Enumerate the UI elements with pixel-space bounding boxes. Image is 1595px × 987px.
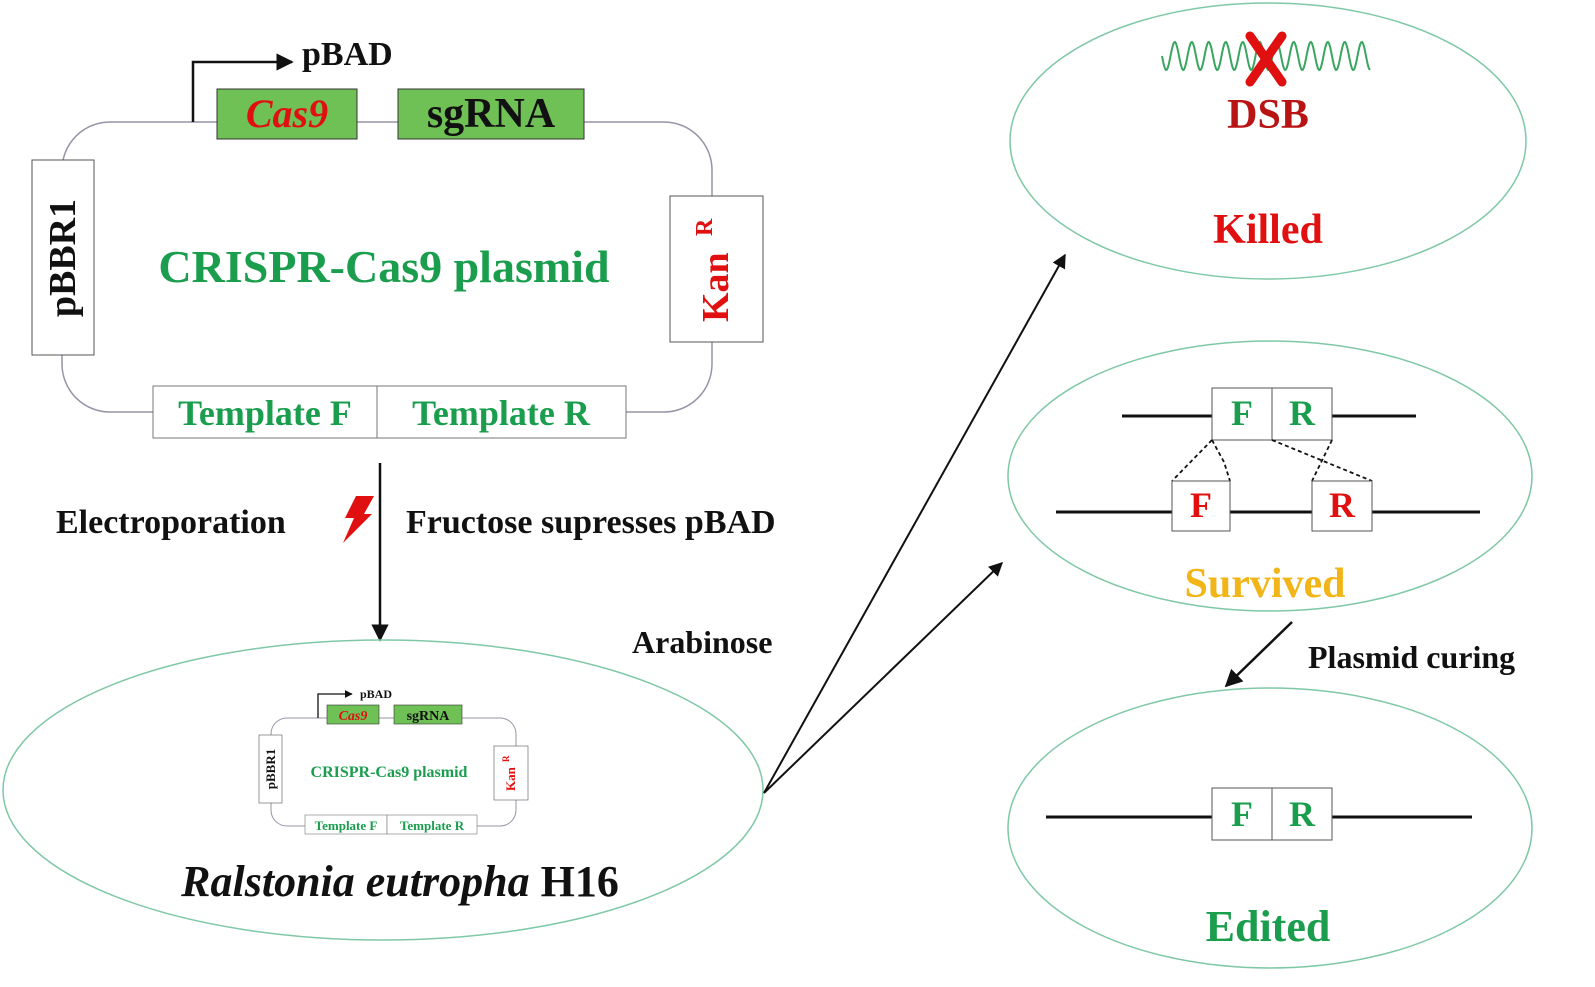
main-plasmid: pBAD Cas9 sgRNA pBBR1 Kan R CRISPR-Cas9 … (31, 36, 764, 439)
mini-cas9-box (326, 704, 380, 725)
genome-r: R (1329, 485, 1356, 525)
kanr-box (669, 195, 764, 343)
mini-template-f-label: Template F (315, 818, 378, 833)
pbad-promoter-arrow (191, 53, 294, 122)
arabinose-label: Arabinose (632, 624, 772, 660)
killed-cell: DSB Killed (1009, 2, 1527, 280)
mini-plasmid: pBAD Cas9 sgRNA pBBR1 Kan R CRISPR-Cas9 … (258, 687, 529, 835)
host-name: Ralstonia eutropha H16 (180, 857, 619, 906)
pbbr1-label: pBBR1 (42, 199, 84, 317)
edited-cell: F R Edited (1007, 687, 1533, 969)
genome-f: F (1190, 485, 1212, 525)
survived-template-f: F (1231, 393, 1253, 433)
curing-step: Plasmid curing (1224, 621, 1515, 688)
plasmid-curing-label: Plasmid curing (1308, 639, 1515, 675)
host-cell: pBAD Cas9 sgRNA pBBR1 Kan R CRISPR-Cas9 … (2, 639, 764, 941)
template-r-label: Template R (412, 393, 591, 433)
transformation-step: Electroporation Fructose supresses pBAD (56, 463, 776, 642)
killed-label: Killed (1213, 207, 1323, 253)
mini-pbad-label: pBAD (360, 687, 392, 701)
fructose-label: Fructose supresses pBAD (406, 504, 776, 541)
survived-template-f-box (1211, 387, 1273, 441)
mini-sgrna-box (393, 704, 463, 725)
mini-kanr-box (493, 745, 529, 801)
cas9-box (216, 88, 358, 140)
survived-cell-ellipse (1007, 340, 1533, 612)
host-strain: H16 (541, 857, 619, 906)
edited-cell-ellipse (1007, 687, 1533, 969)
pbad-label: pBAD (302, 36, 393, 73)
genome-f-box (1171, 480, 1231, 532)
mini-pbbr1-label: pBBR1 (263, 749, 278, 789)
kanr-label-group: Kan R (692, 218, 737, 322)
mini-kanr-superscript: R (501, 755, 511, 762)
plasmid-name: CRISPR-Cas9 plasmid (158, 241, 610, 292)
edited-f: F (1231, 794, 1253, 834)
survived-template-r-box (1271, 387, 1333, 441)
mini-cas9-label: Cas9 (339, 709, 368, 724)
host-cell-ellipse (2, 639, 764, 941)
kanr-label: Kan (695, 252, 737, 322)
edited-r-box (1271, 787, 1333, 841)
host-species: Ralstonia eutropha (180, 857, 529, 906)
crossover-line-right-inner (1311, 439, 1333, 482)
killed-cell-ellipse (1009, 2, 1527, 280)
edited-label: Edited (1206, 902, 1331, 951)
mini-template-r-label: Template R (400, 818, 465, 833)
mini-plasmid-name: CRISPR-Cas9 plasmid (311, 764, 468, 781)
pbbr1-box (31, 159, 95, 356)
arrow-to-edited (1224, 621, 1293, 688)
mini-sgrna-label: sgRNA (407, 709, 451, 724)
cut-x-icon (1245, 31, 1287, 87)
edited-f-box (1211, 787, 1273, 841)
survived-template-r: R (1289, 393, 1316, 433)
sgrna-label: sgRNA (427, 91, 556, 137)
electroporation-label: Electroporation (56, 504, 286, 541)
arrow-to-survived (763, 562, 1004, 794)
template-f-label: Template F (178, 393, 352, 433)
induction-arrows: Arabinose (632, 253, 1066, 794)
mini-pbbr1-box (258, 734, 283, 804)
kanr-superscript: R (692, 218, 718, 236)
edited-r: R (1289, 794, 1316, 834)
template-r-box (376, 385, 627, 439)
sgrna-box (397, 88, 585, 140)
dsb-label: DSB (1227, 92, 1309, 138)
cas9-label: Cas9 (246, 91, 328, 136)
lightning-icon (343, 496, 374, 543)
survived-label: Survived (1184, 561, 1345, 607)
survived-cell: F R F R Survived (1007, 340, 1533, 612)
mini-template-r-box (386, 814, 478, 835)
genome-r-box (1311, 480, 1373, 532)
arrow-to-killed (763, 253, 1066, 794)
crossover-line-left-outer (1171, 439, 1213, 482)
template-f-box (152, 385, 378, 439)
mini-pbad-arrow (317, 690, 353, 718)
mini-kanr-group: Kan R (501, 755, 518, 791)
crossover-line-left-inner (1211, 439, 1231, 482)
mini-kanr-label: Kan (503, 766, 518, 791)
